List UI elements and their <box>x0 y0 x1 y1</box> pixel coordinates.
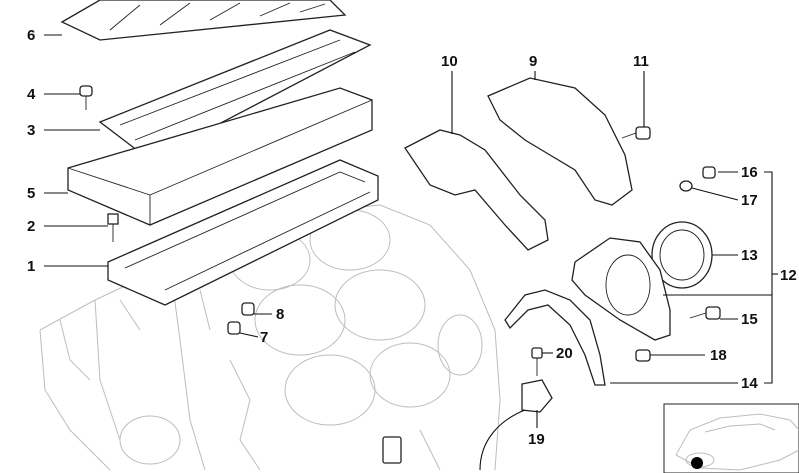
callout-12: 12 <box>780 267 797 284</box>
callout-20: 20 <box>556 345 573 362</box>
part-5-lower-cover <box>67 87 373 226</box>
part-10-gasket <box>404 129 549 251</box>
part-19-sensor <box>479 379 553 471</box>
part-9-timing-cover <box>487 77 633 206</box>
callout-1: 1 <box>27 258 35 275</box>
car-location-thumbnail <box>663 403 799 473</box>
part-8-sleeve <box>241 302 255 316</box>
callout-7: 7 <box>260 329 268 346</box>
part-20-bolt <box>531 347 543 376</box>
part-7-sleeve <box>227 321 241 335</box>
callout-5: 5 <box>27 185 35 202</box>
part-1-gasket-frame <box>107 159 379 306</box>
car-location-icon <box>675 413 799 471</box>
callout-18: 18 <box>710 347 727 364</box>
callout-4: 4 <box>27 86 36 103</box>
callout-17: 17 <box>741 192 758 209</box>
callout-14: 14 <box>741 375 758 392</box>
callout-6: 6 <box>27 27 35 44</box>
callout-16: 16 <box>741 164 758 181</box>
callout-10: 10 <box>441 53 458 70</box>
part-2-bolt <box>107 213 119 242</box>
engine-block-outline <box>39 204 501 471</box>
callout-15: 15 <box>741 311 758 328</box>
callout-3: 3 <box>27 122 35 139</box>
part-4-bolt <box>79 85 93 110</box>
callout-9: 9 <box>529 53 537 70</box>
part-3-cover-gasket <box>98 29 372 161</box>
connector <box>382 436 402 464</box>
leader-lines <box>44 34 778 428</box>
callout-8: 8 <box>276 306 284 323</box>
part-12-seal-housing <box>571 237 671 341</box>
callout-19: 19 <box>528 431 545 448</box>
part-6-upper-cover <box>60 0 347 41</box>
callout-13: 13 <box>741 247 758 264</box>
part-14-gasket <box>504 289 606 386</box>
part-16-screw <box>702 166 716 179</box>
part-18-sleeve <box>635 349 651 362</box>
part-11-bolt <box>621 126 651 140</box>
part-15-screw <box>689 306 721 320</box>
callout-11: 11 <box>633 53 649 70</box>
part-17-washer <box>679 180 693 192</box>
callout-2: 2 <box>27 218 35 235</box>
callout-labels: 6 4 3 5 2 1 8 7 10 9 11 16 17 13 12 15 1… <box>27 27 797 448</box>
